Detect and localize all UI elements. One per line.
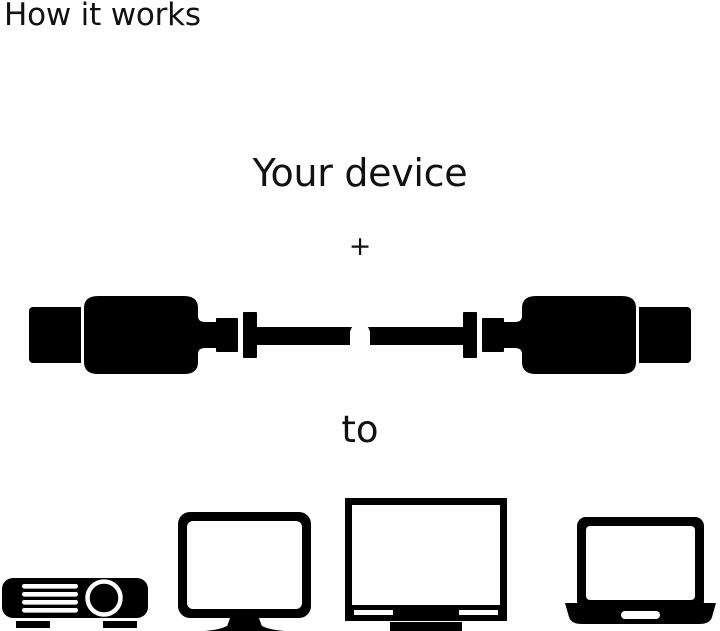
monitor-base	[205, 622, 284, 631]
cable-svg	[29, 296, 691, 374]
tv-stand	[390, 622, 462, 631]
projector-vent-2	[22, 592, 78, 597]
laptop-screen	[586, 526, 695, 600]
output-devices-illustration	[0, 490, 720, 631]
projector-vent-4	[22, 608, 78, 613]
your-device-label: Your device	[252, 151, 468, 195]
devices-svg	[2, 498, 716, 631]
monitor-screen	[187, 521, 302, 609]
projector-vent-3	[22, 600, 78, 605]
cable-break-left	[332, 327, 352, 345]
right-connector-shell	[639, 307, 691, 363]
projector-icon	[2, 578, 148, 628]
hdmi-cable-illustration	[0, 270, 720, 400]
to-label: to	[341, 408, 379, 451]
plus-symbol: +	[348, 231, 372, 262]
projector-lens	[85, 579, 123, 617]
left-connector-shell	[29, 307, 81, 363]
left-cable-run	[255, 327, 350, 345]
left-strain-relief-a	[216, 318, 238, 352]
laptop-icon	[565, 517, 716, 624]
tv-icon	[345, 498, 507, 631]
monitor-icon	[178, 512, 311, 631]
projector-foot-right	[103, 621, 137, 628]
tv-screen	[352, 505, 500, 605]
left-strain-relief-b	[243, 312, 257, 358]
page-title: How it works	[4, 0, 201, 33]
laptop-trackpad	[621, 611, 660, 619]
right-cable-run	[370, 327, 465, 345]
tv-speaker-left	[354, 610, 393, 615]
left-connector-body	[84, 296, 222, 374]
projector-foot-left	[16, 621, 50, 628]
right-strain-relief-b	[463, 312, 477, 358]
projector-vent-1	[22, 584, 78, 589]
right-connector-body	[498, 296, 636, 374]
tv-speaker-right	[459, 610, 498, 615]
